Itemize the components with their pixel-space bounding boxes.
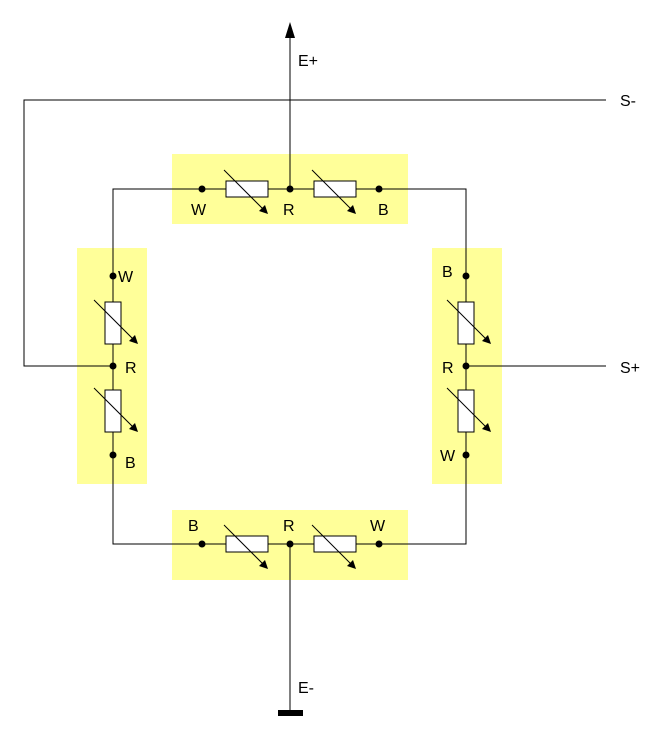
gauge-right-label-center: R: [442, 360, 454, 377]
bridge-wiring: [112, 188, 467, 545]
terminal-label-e-plus: E+: [298, 53, 318, 70]
gauge-left-label-center: R: [125, 360, 137, 377]
variable-resistor-icon: [446, 387, 491, 433]
gauge-bottom-label-right: W: [370, 518, 386, 535]
terminal-label-s-minus: S-: [620, 93, 636, 110]
variable-resistor-icon: [93, 387, 138, 433]
gauge-bottom-label-center: R: [283, 518, 295, 535]
gauge-left-label-top: W: [118, 269, 134, 286]
variable-resistor-icon: [223, 169, 269, 214]
terminal-label-s-plus: S+: [620, 360, 640, 377]
ground-bar-icon: [278, 710, 303, 716]
variable-resistor-icon: [311, 169, 357, 214]
arrow-up-icon: [285, 22, 295, 38]
variable-resistor-icon: [311, 524, 357, 569]
gauge-top-label-center: R: [283, 202, 295, 219]
gauge-left-label-bottom: B: [125, 455, 136, 472]
variable-resistor-icon: [93, 299, 138, 345]
lead-wires: [23, 38, 606, 710]
variable-resistor-icon: [223, 524, 269, 569]
gauge-right-label-bottom: W: [440, 448, 456, 465]
gauge-bottom-label-left: B: [188, 518, 199, 535]
junction-nodes: [109, 185, 470, 548]
gauge-top-label-right: B: [378, 202, 389, 219]
s-minus-lead: [23, 99, 606, 367]
variable-resistor-icon: [446, 299, 491, 345]
terminal-label-e-minus: E-: [298, 680, 314, 697]
gauge-right-label-top: B: [442, 264, 453, 281]
gauge-top-label-left: W: [191, 202, 207, 219]
